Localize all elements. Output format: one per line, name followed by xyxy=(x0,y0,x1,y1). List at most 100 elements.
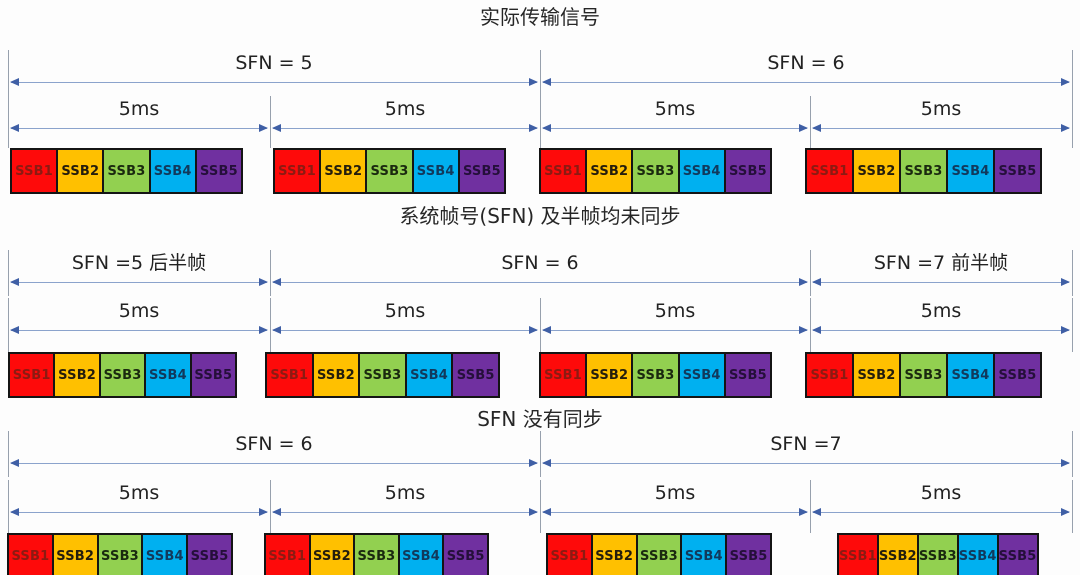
duration-span-label: 5ms xyxy=(384,98,426,120)
ssb-block: SSB4 xyxy=(677,352,726,398)
boundary-tick xyxy=(1071,298,1073,352)
duration-span-label: 5ms xyxy=(118,98,160,120)
arrowhead-left-icon xyxy=(812,124,821,132)
ssb-block: SSB1 xyxy=(265,352,314,398)
ssb-block: SSB5 xyxy=(725,533,772,575)
arrowhead-right-icon xyxy=(529,326,538,334)
ssb-block: SSB3 xyxy=(358,352,407,398)
ssb-block: SSB1 xyxy=(539,148,588,194)
ssb-block: SSB3 xyxy=(899,148,948,194)
arrowhead-right-icon xyxy=(799,326,808,334)
boundary-tick xyxy=(269,480,271,533)
arrowhead-left-icon xyxy=(10,78,19,86)
arrowhead-right-icon xyxy=(1061,78,1070,86)
ssb-block: SSB2 xyxy=(319,148,368,194)
ssb-block: SSB5 xyxy=(194,148,244,194)
duration-span-label: 5ms xyxy=(654,98,696,120)
arrowhead-left-icon xyxy=(10,459,19,467)
arrowhead-left-icon xyxy=(812,326,821,334)
dimension-arrow xyxy=(10,326,268,334)
ssb-block: SSB3 xyxy=(899,352,948,398)
section-title-actual-transmitted-signal: 实际传输信号 xyxy=(480,5,600,29)
boundary-tick xyxy=(1071,50,1073,96)
boundary-tick xyxy=(539,96,541,148)
ssb-block: SSB1 xyxy=(805,148,854,194)
arrowhead-right-icon xyxy=(1061,124,1070,132)
duration-span-label: 5ms xyxy=(384,300,426,322)
boundary-tick xyxy=(1071,250,1073,296)
ssb-block: SSB3 xyxy=(631,352,680,398)
ssb-block: SSB3 xyxy=(635,533,683,575)
dimension-arrow xyxy=(812,278,1070,286)
ssb-block: SSB4 xyxy=(680,533,728,575)
arrowhead-right-icon xyxy=(1061,326,1070,334)
arrowhead-right-icon xyxy=(799,124,808,132)
dimension-arrow xyxy=(542,78,1070,86)
boundary-tick xyxy=(7,480,9,533)
ssb-block: SSB1 xyxy=(546,533,593,575)
ssb-block: SSB5 xyxy=(993,352,1042,398)
duration-span-label: 5ms xyxy=(654,482,696,504)
arrowhead-right-icon xyxy=(529,78,538,86)
dimension-arrow xyxy=(10,278,268,286)
ssb-block: SSB3 xyxy=(102,148,151,194)
arrowhead-right-icon xyxy=(799,278,808,286)
dimension-arrow xyxy=(542,326,808,334)
dimension-arrow xyxy=(542,459,1070,467)
ssb-block: SSB1 xyxy=(273,148,322,194)
arrowhead-right-icon xyxy=(529,124,538,132)
ssb-block: SSB3 xyxy=(916,533,959,575)
dimension-arrow xyxy=(10,508,268,516)
ssb-block: SSB2 xyxy=(56,148,105,194)
arrowhead-left-icon xyxy=(542,459,551,467)
ssb-block: SSB1 xyxy=(8,352,56,398)
duration-span-label: 5ms xyxy=(920,482,962,504)
boundary-tick xyxy=(809,96,811,148)
ssb-block: SSB4 xyxy=(144,352,192,398)
ssb-block: SSB5 xyxy=(723,352,773,398)
sfn-span-label: SFN =5 后半帧 xyxy=(71,252,207,274)
ssb-block: SSB2 xyxy=(53,352,101,398)
boundary-tick xyxy=(1071,480,1073,533)
dimension-arrow xyxy=(10,78,538,86)
arrowhead-left-icon xyxy=(812,278,821,286)
ssb-block: SSB4 xyxy=(141,533,189,575)
arrowhead-right-icon xyxy=(529,508,538,516)
boundary-tick xyxy=(809,250,811,296)
boundary-tick xyxy=(539,298,541,352)
sfn-span-label: SFN = 6 xyxy=(767,52,845,74)
arrowhead-left-icon xyxy=(272,508,281,516)
boundary-tick xyxy=(269,298,271,352)
ssb-block: SSB4 xyxy=(946,148,995,194)
arrowhead-left-icon xyxy=(542,508,551,516)
sfn-span-label: SFN =7 前半帧 xyxy=(873,252,1009,274)
ssb-block: SSB2 xyxy=(852,148,901,194)
ssb-block: SSB3 xyxy=(365,148,414,194)
arrowhead-left-icon xyxy=(542,326,551,334)
dimension-arrow xyxy=(812,326,1070,334)
boundary-tick xyxy=(539,431,541,477)
boundary-tick xyxy=(1071,96,1073,148)
boundary-tick xyxy=(7,50,9,96)
boundary-tick xyxy=(1071,431,1073,477)
ssb-block: SSB3 xyxy=(96,533,144,575)
ssb-block: SSB5 xyxy=(186,533,233,575)
arrowhead-left-icon xyxy=(10,278,19,286)
dimension-arrow xyxy=(542,124,808,132)
dimension-arrow xyxy=(812,508,1070,516)
ssb-block: SSB2 xyxy=(311,352,361,398)
ssb-block: SSB5 xyxy=(457,148,507,194)
ssb-block: SSB5 xyxy=(993,148,1042,194)
ssb-block: SSB2 xyxy=(308,533,356,575)
duration-span-label: 5ms xyxy=(384,482,426,504)
ssb-block: SSB2 xyxy=(585,148,634,194)
dimension-arrow xyxy=(542,508,808,516)
arrowhead-right-icon xyxy=(259,508,268,516)
